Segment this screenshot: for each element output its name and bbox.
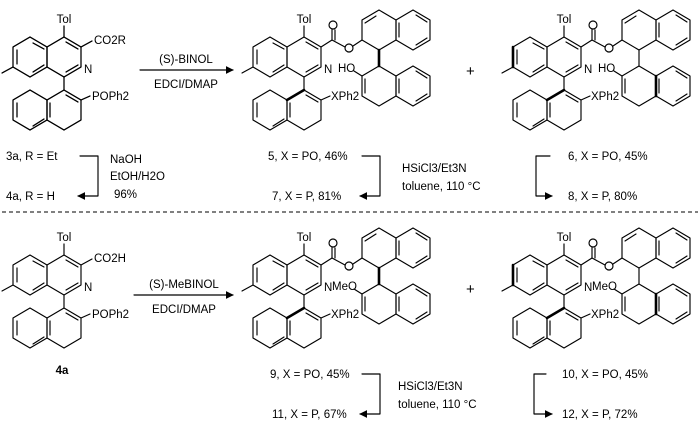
nitrogen-label: N: [584, 282, 592, 294]
hydrolysis-solvent: EtOH/H2O: [110, 171, 165, 183]
coupling-conditions: EDCI/DMAP: [154, 79, 218, 91]
methoxy-label: MeO: [332, 281, 357, 293]
compound-label-4a: 4a: [56, 365, 69, 377]
coupling-conditions: EDCI/DMAP: [152, 304, 216, 316]
hydrolysis-yield: 96%: [114, 189, 137, 201]
xph2-label: XPh2: [591, 309, 619, 321]
hydrolysis-step: NaOH EtOH/H2O 96%: [77, 154, 165, 201]
reduction-reagent: HSiCl3/Et3N: [398, 381, 463, 393]
coupling-step-binol: (S)-BINOL EDCI/DMAP: [139, 54, 234, 91]
yield-9: 9, X = PO, 45%: [270, 369, 350, 381]
reduction-reagent: HSiCl3/Et3N: [402, 163, 467, 175]
xph2-label: XPh2: [331, 309, 359, 321]
start-material-4a: Tol CO2H N POPh2 4a: [1, 232, 129, 377]
tol-label: Tol: [297, 14, 312, 26]
plus-sign: +: [466, 63, 475, 80]
product-9-11: Tol N MeO XPh2: [241, 227, 431, 349]
product-10-12: Tol N MeO XPh2: [501, 227, 691, 349]
tol-label: Tol: [297, 232, 312, 244]
methoxy-label: MeO: [592, 281, 617, 293]
nitrogen-label: N: [84, 282, 92, 294]
tol-label: Tol: [557, 232, 572, 244]
tol-label: Tol: [57, 232, 72, 244]
compound-label-4a: 4a, R = H: [6, 191, 55, 203]
yield-6: 6, X = PO, 45%: [568, 151, 648, 163]
reduction-conditions: toluene, 110 °C: [398, 399, 477, 411]
nitrogen-label: N: [84, 64, 92, 76]
product-5-7: Tol N HO XPh2: [297, 14, 359, 103]
hydroxy-label: HO: [338, 63, 355, 75]
yield-11: 11, X = P, 67%: [272, 409, 347, 421]
tol-label: Tol: [557, 14, 572, 26]
product-6-8: Tol N HO XPh2: [501, 9, 691, 131]
xph2-label: XPh2: [591, 91, 619, 103]
reduction-step-bottom: HSiCl3/Et3N toluene, 110 °C: [359, 373, 553, 419]
acid-label: CO2H: [94, 253, 126, 265]
ester-label: CO2R: [94, 35, 126, 47]
yield-5: 5, X = PO, 46%: [268, 151, 348, 163]
hydroxy-label: HO: [598, 63, 615, 75]
reduction-conditions: toluene, 110 °C: [402, 181, 481, 193]
phosphine-oxide-label: POPh2: [92, 309, 129, 321]
phosphine-oxide-label: POPh2: [92, 91, 129, 103]
yield-7: 7, X = P, 81%: [272, 191, 341, 203]
coupling-step-mebinol: (S)-MeBINOL EDCI/DMAP: [133, 279, 234, 316]
yield-8: 8, X = P, 80%: [568, 191, 637, 203]
coupling-reagent: (S)-MeBINOL: [149, 279, 219, 291]
nitrogen-label: N: [324, 282, 332, 294]
hydrolysis-base: NaOH: [110, 154, 142, 166]
xph2-label: XPh2: [331, 91, 359, 103]
nitrogen-label: N: [324, 64, 332, 76]
coupling-reagent: (S)-BINOL: [159, 54, 213, 66]
nitrogen-label: N: [584, 64, 592, 76]
yield-10: 10, X = PO, 45%: [562, 369, 648, 381]
plus-sign: +: [466, 281, 475, 298]
yield-12: 12, X = P, 72%: [562, 409, 638, 421]
compound-label-3a: 3a, R = Et: [6, 151, 58, 163]
start-material-3a: Tol CO2R N POPh2 3a, R = Et 4a, R = H: [1, 14, 129, 203]
tol-label: Tol: [57, 14, 72, 26]
reduction-step-top: HSiCl3/Et3N toluene, 110 °C: [359, 155, 553, 201]
